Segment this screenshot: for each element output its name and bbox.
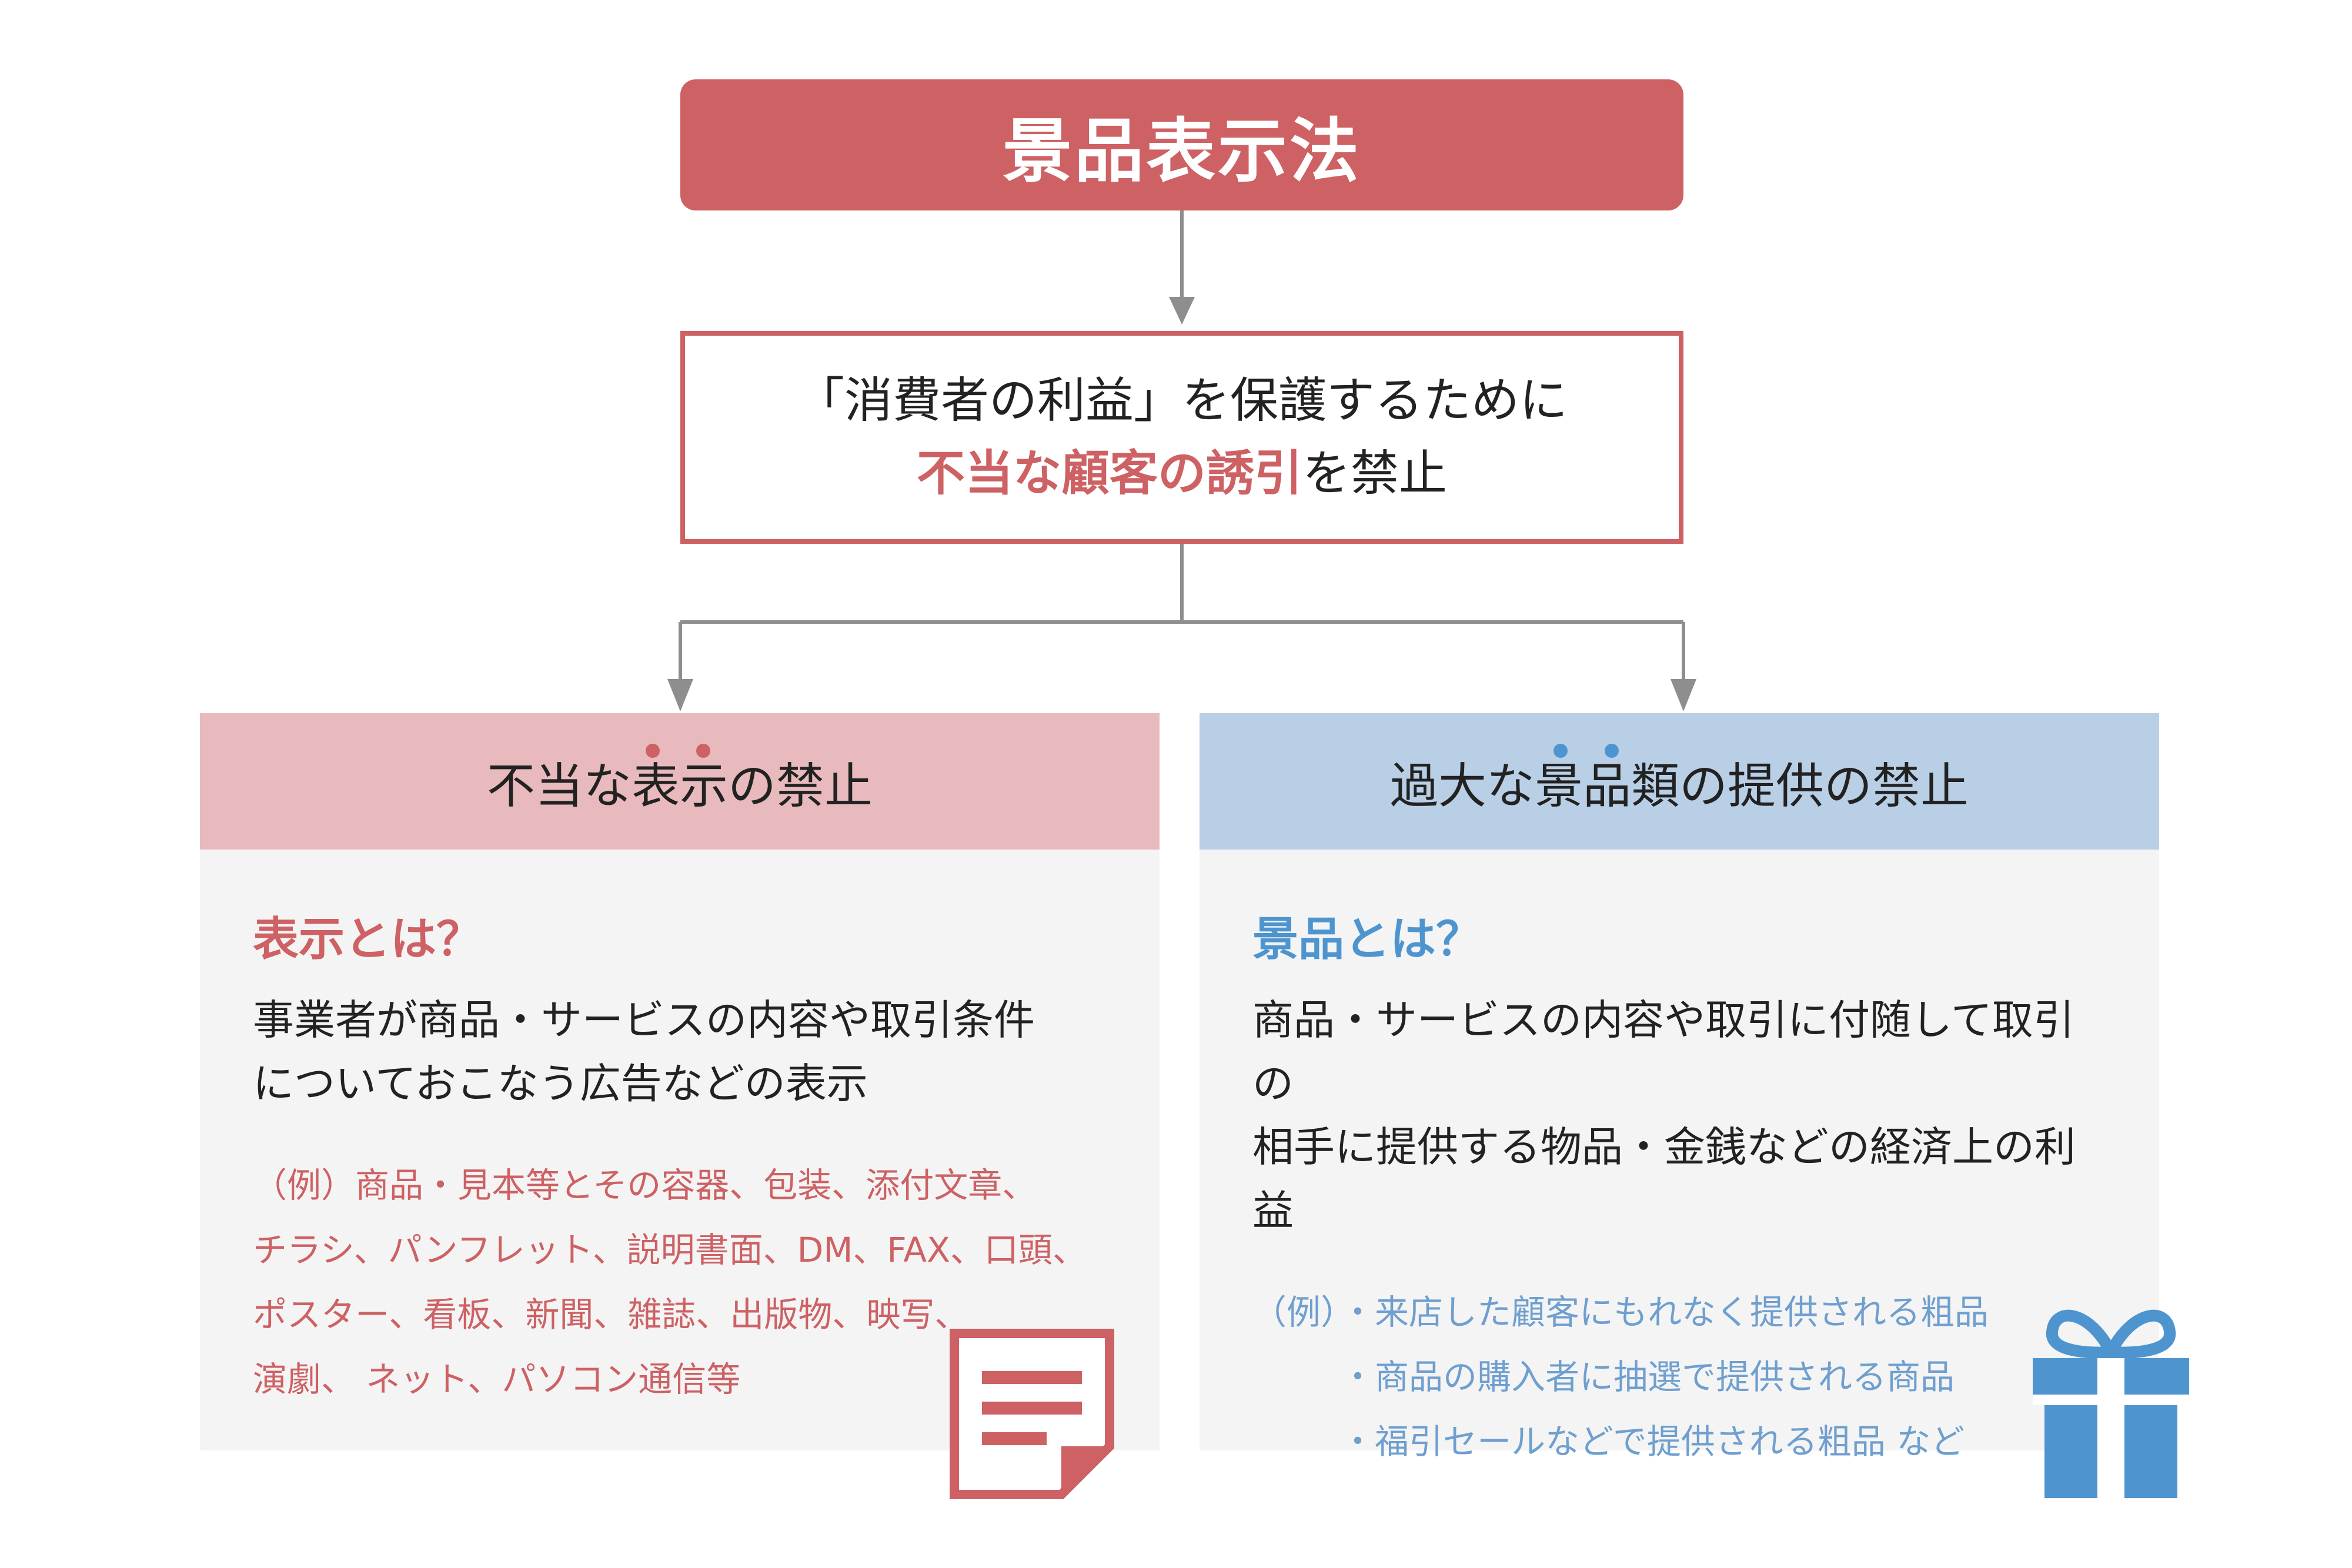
document-icon xyxy=(950,1329,1114,1499)
emphasis-dot xyxy=(1553,744,1568,758)
right-example-indent xyxy=(1252,1345,1341,1409)
purpose-line-2: 不当な顧客の誘引を禁止 xyxy=(917,437,1447,510)
right-example-indent xyxy=(1252,1409,1341,1474)
emphasis-dot xyxy=(646,744,660,758)
left-description-line: についておこなう広告などの表示 xyxy=(253,1059,868,1108)
left-example-line: 演劇、 ネット、パソコン通信等 xyxy=(253,1359,741,1399)
left-question: 表示とは？ xyxy=(253,913,483,966)
right-description: 商品・サービスの内容や取引に付随して取引の 相手に提供する物品・金銭などの経済上… xyxy=(1252,988,2106,1242)
arrowhead-left xyxy=(667,679,693,711)
right-description-line: 商品・サービスの内容や取引に付随して取引の xyxy=(1252,996,2074,1108)
right-panel-heading: 過大な景品類の提供の禁止 xyxy=(1200,713,2159,850)
right-example-line: ・来店した顧客にもれなく提供される粗品 xyxy=(1341,1292,1989,1332)
right-example-line: ・福引セールなどで提供される粗品 など xyxy=(1341,1422,1965,1462)
left-description-line: 事業者が商品・サービスの内容や取引条件 xyxy=(253,996,1035,1044)
right-question: 景品とは？ xyxy=(1252,913,1482,966)
right-example-row: ・福引セールなどで提供される粗品 など xyxy=(1252,1409,2106,1474)
left-examples: （例）商品・見本等とその容器、包装、添付文章、 チラシ、パンフレット、説明書面、… xyxy=(253,1153,1107,1412)
purpose-rest-text: を禁止 xyxy=(1302,446,1448,502)
right-panel-body: 景品とは？ 商品・サービスの内容や取引に付随して取引の 相手に提供する物品・金銭… xyxy=(1200,850,2159,1462)
title-box: 景品表示法 xyxy=(680,79,1683,210)
right-example-row: ・商品の購入者に抽選で提供される商品 xyxy=(1252,1345,2106,1409)
left-panel-heading: 不当な表示の禁止 xyxy=(200,713,1160,850)
right-heading-text: 過大な景品類の提供の禁止 xyxy=(1389,758,1969,814)
purpose-line-1: 「消費者の利益」を保護するために xyxy=(796,373,1568,429)
right-example-prefix: （例） xyxy=(1252,1292,1355,1332)
gift-icon xyxy=(2033,1309,2189,1498)
right-example-line: ・商品の購入者に抽選で提供される商品 xyxy=(1341,1357,1955,1397)
right-examples: （例） ・来店した顧客にもれなく提供される粗品 ・商品の購入者に抽選で提供される… xyxy=(1252,1280,2106,1474)
right-example-row: （例） ・来店した顧客にもれなく提供される粗品 xyxy=(1252,1280,2106,1345)
left-example-line: （例）商品・見本等とその容器、包装、添付文章、 xyxy=(253,1165,1037,1205)
left-example-line: チラシ、パンフレット、説明書面、DM、FAX、口頭、 xyxy=(253,1230,1087,1270)
emphasis-dot xyxy=(696,744,710,758)
emphasis-dot xyxy=(1605,744,1619,758)
left-description: 事業者が商品・サービスの内容や取引条件 についておこなう広告などの表示 xyxy=(253,988,1107,1115)
left-example-line: ポスター、看板、新聞、雑誌、出版物、映写、 xyxy=(253,1295,969,1335)
right-description-line: 相手に提供する物品・金銭などの経済上の利益 xyxy=(1252,1123,2076,1235)
arrowhead-right xyxy=(1671,679,1696,711)
diagram-title: 景品表示法 xyxy=(1002,111,1361,192)
purpose-box: 「消費者の利益」を保護するために 不当な顧客の誘引を禁止 xyxy=(680,331,1683,544)
purpose-accent-text: 不当な顧客の誘引 xyxy=(916,446,1302,502)
left-heading-text: 不当な表示の禁止 xyxy=(486,758,873,814)
arrowhead-purpose xyxy=(1169,297,1195,325)
left-panel-body: 表示とは？ 事業者が商品・サービスの内容や取引条件 についておこなう広告などの表… xyxy=(200,850,1160,1450)
